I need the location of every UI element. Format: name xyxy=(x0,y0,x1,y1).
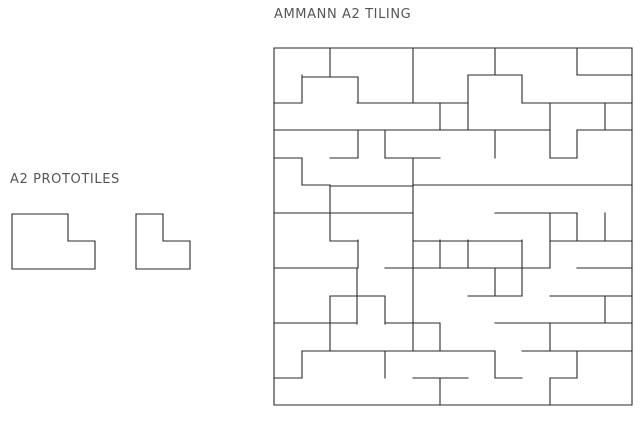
tiling-title: AMMANN A2 TILING xyxy=(274,7,412,22)
prototile-large xyxy=(11,213,96,270)
prototiles-group xyxy=(11,213,191,270)
tiling-group xyxy=(273,47,633,406)
tiling-border xyxy=(273,47,633,406)
tiling-vertical-edges xyxy=(301,47,606,406)
prototiles-title: A2 PROTOTILES xyxy=(10,172,120,187)
tiling-horizontal-edges xyxy=(273,74,633,379)
prototile-small xyxy=(135,213,191,270)
